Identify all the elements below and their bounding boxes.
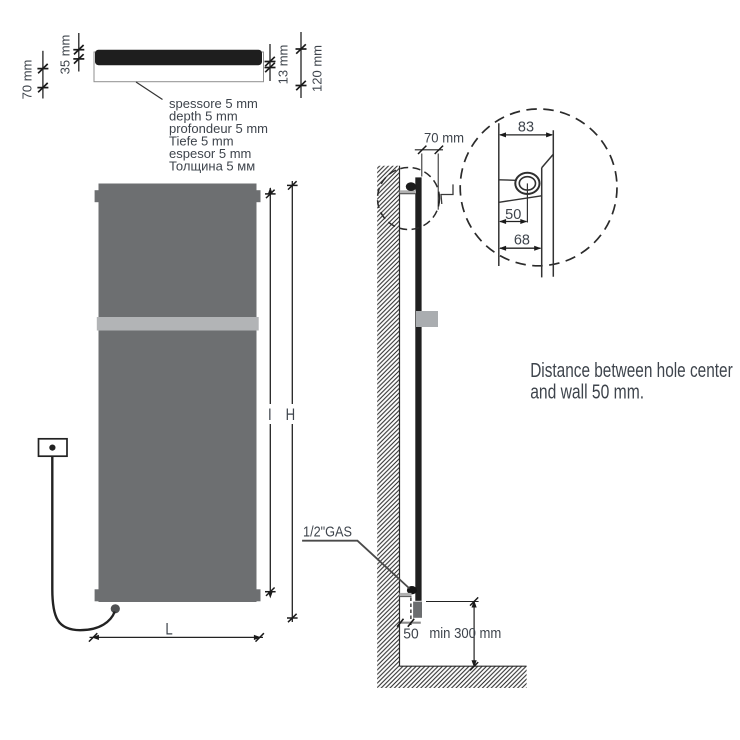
svg-text:spessore 5 mm: spessore 5 mm [169, 96, 258, 111]
svg-text:and wall 50 mm.: and wall 50 mm. [530, 382, 644, 404]
svg-text:83: 83 [518, 120, 534, 136]
svg-text:68: 68 [514, 233, 530, 249]
svg-text:I: I [268, 406, 272, 425]
svg-text:13 mm: 13 mm [276, 45, 291, 85]
svg-text:Толщина 5 мм: Толщина 5 мм [169, 159, 255, 174]
svg-text:min 300 mm: min 300 mm [429, 626, 501, 642]
svg-text:L: L [165, 620, 172, 639]
svg-text:espesor 5 mm: espesor 5 mm [169, 146, 251, 161]
svg-text:120 mm: 120 mm [310, 45, 325, 92]
svg-text:70 mm: 70 mm [20, 60, 35, 100]
svg-text:Distance between hole center: Distance between hole center [530, 360, 733, 382]
svg-text:H: H [286, 406, 296, 425]
svg-text:70 mm: 70 mm [424, 131, 464, 146]
svg-text:50: 50 [505, 207, 521, 223]
svg-text:50: 50 [403, 626, 418, 643]
svg-text:Tiefe 5 mm: Tiefe 5 mm [169, 134, 234, 149]
svg-text:depth 5 mm: depth 5 mm [169, 109, 238, 124]
svg-text:1/2"GAS: 1/2"GAS [303, 523, 352, 540]
svg-text:profondeur 5 mm: profondeur 5 mm [169, 121, 268, 136]
svg-text:35 mm: 35 mm [58, 35, 73, 75]
